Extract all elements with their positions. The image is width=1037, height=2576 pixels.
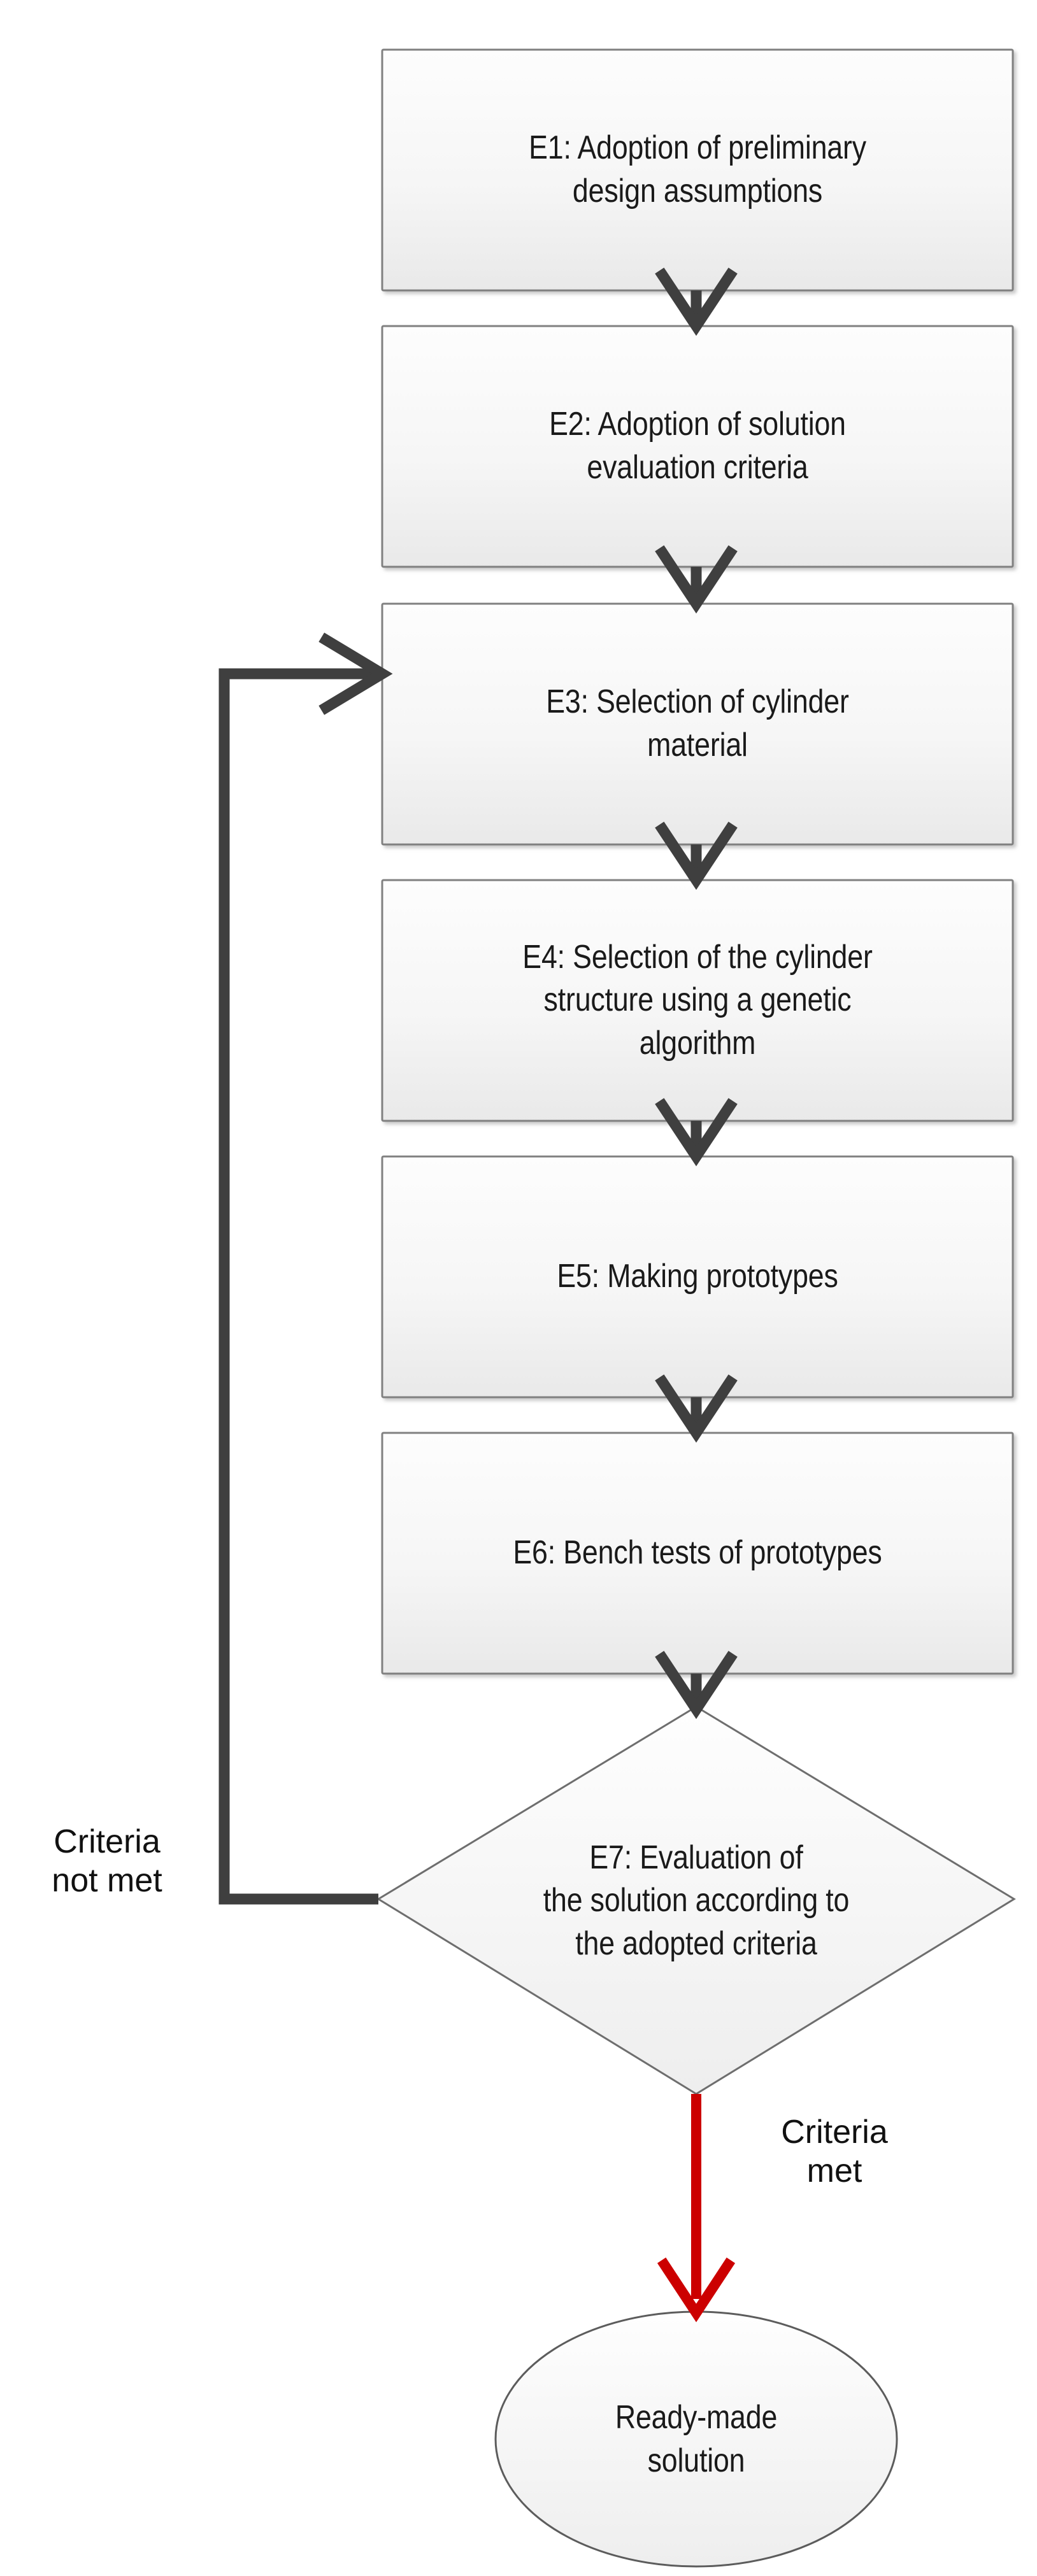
edge-e4-e5 xyxy=(655,1098,738,1167)
node-shape-e1[interactable] xyxy=(381,48,1014,292)
edge-e2-e3 xyxy=(655,545,738,614)
edge-e6-e7 xyxy=(655,1651,738,1719)
edge-e7-end xyxy=(657,2094,736,2323)
node-shape-e6[interactable] xyxy=(381,1432,1014,1675)
node-shape-e3[interactable] xyxy=(381,602,1014,846)
edge-e5-e6 xyxy=(655,1374,738,1443)
edge-e3-e4 xyxy=(655,822,738,890)
node-shape-e7[interactable] xyxy=(376,1705,1016,2095)
node-shape-e4[interactable] xyxy=(381,879,1014,1122)
edge-e7-e3-feedback xyxy=(218,632,393,1905)
node-shape-end[interactable] xyxy=(494,2310,898,2568)
edge-e1-e2 xyxy=(655,267,738,336)
node-shape-e5[interactable] xyxy=(381,1155,1014,1398)
node-shape-e2[interactable] xyxy=(381,325,1014,568)
